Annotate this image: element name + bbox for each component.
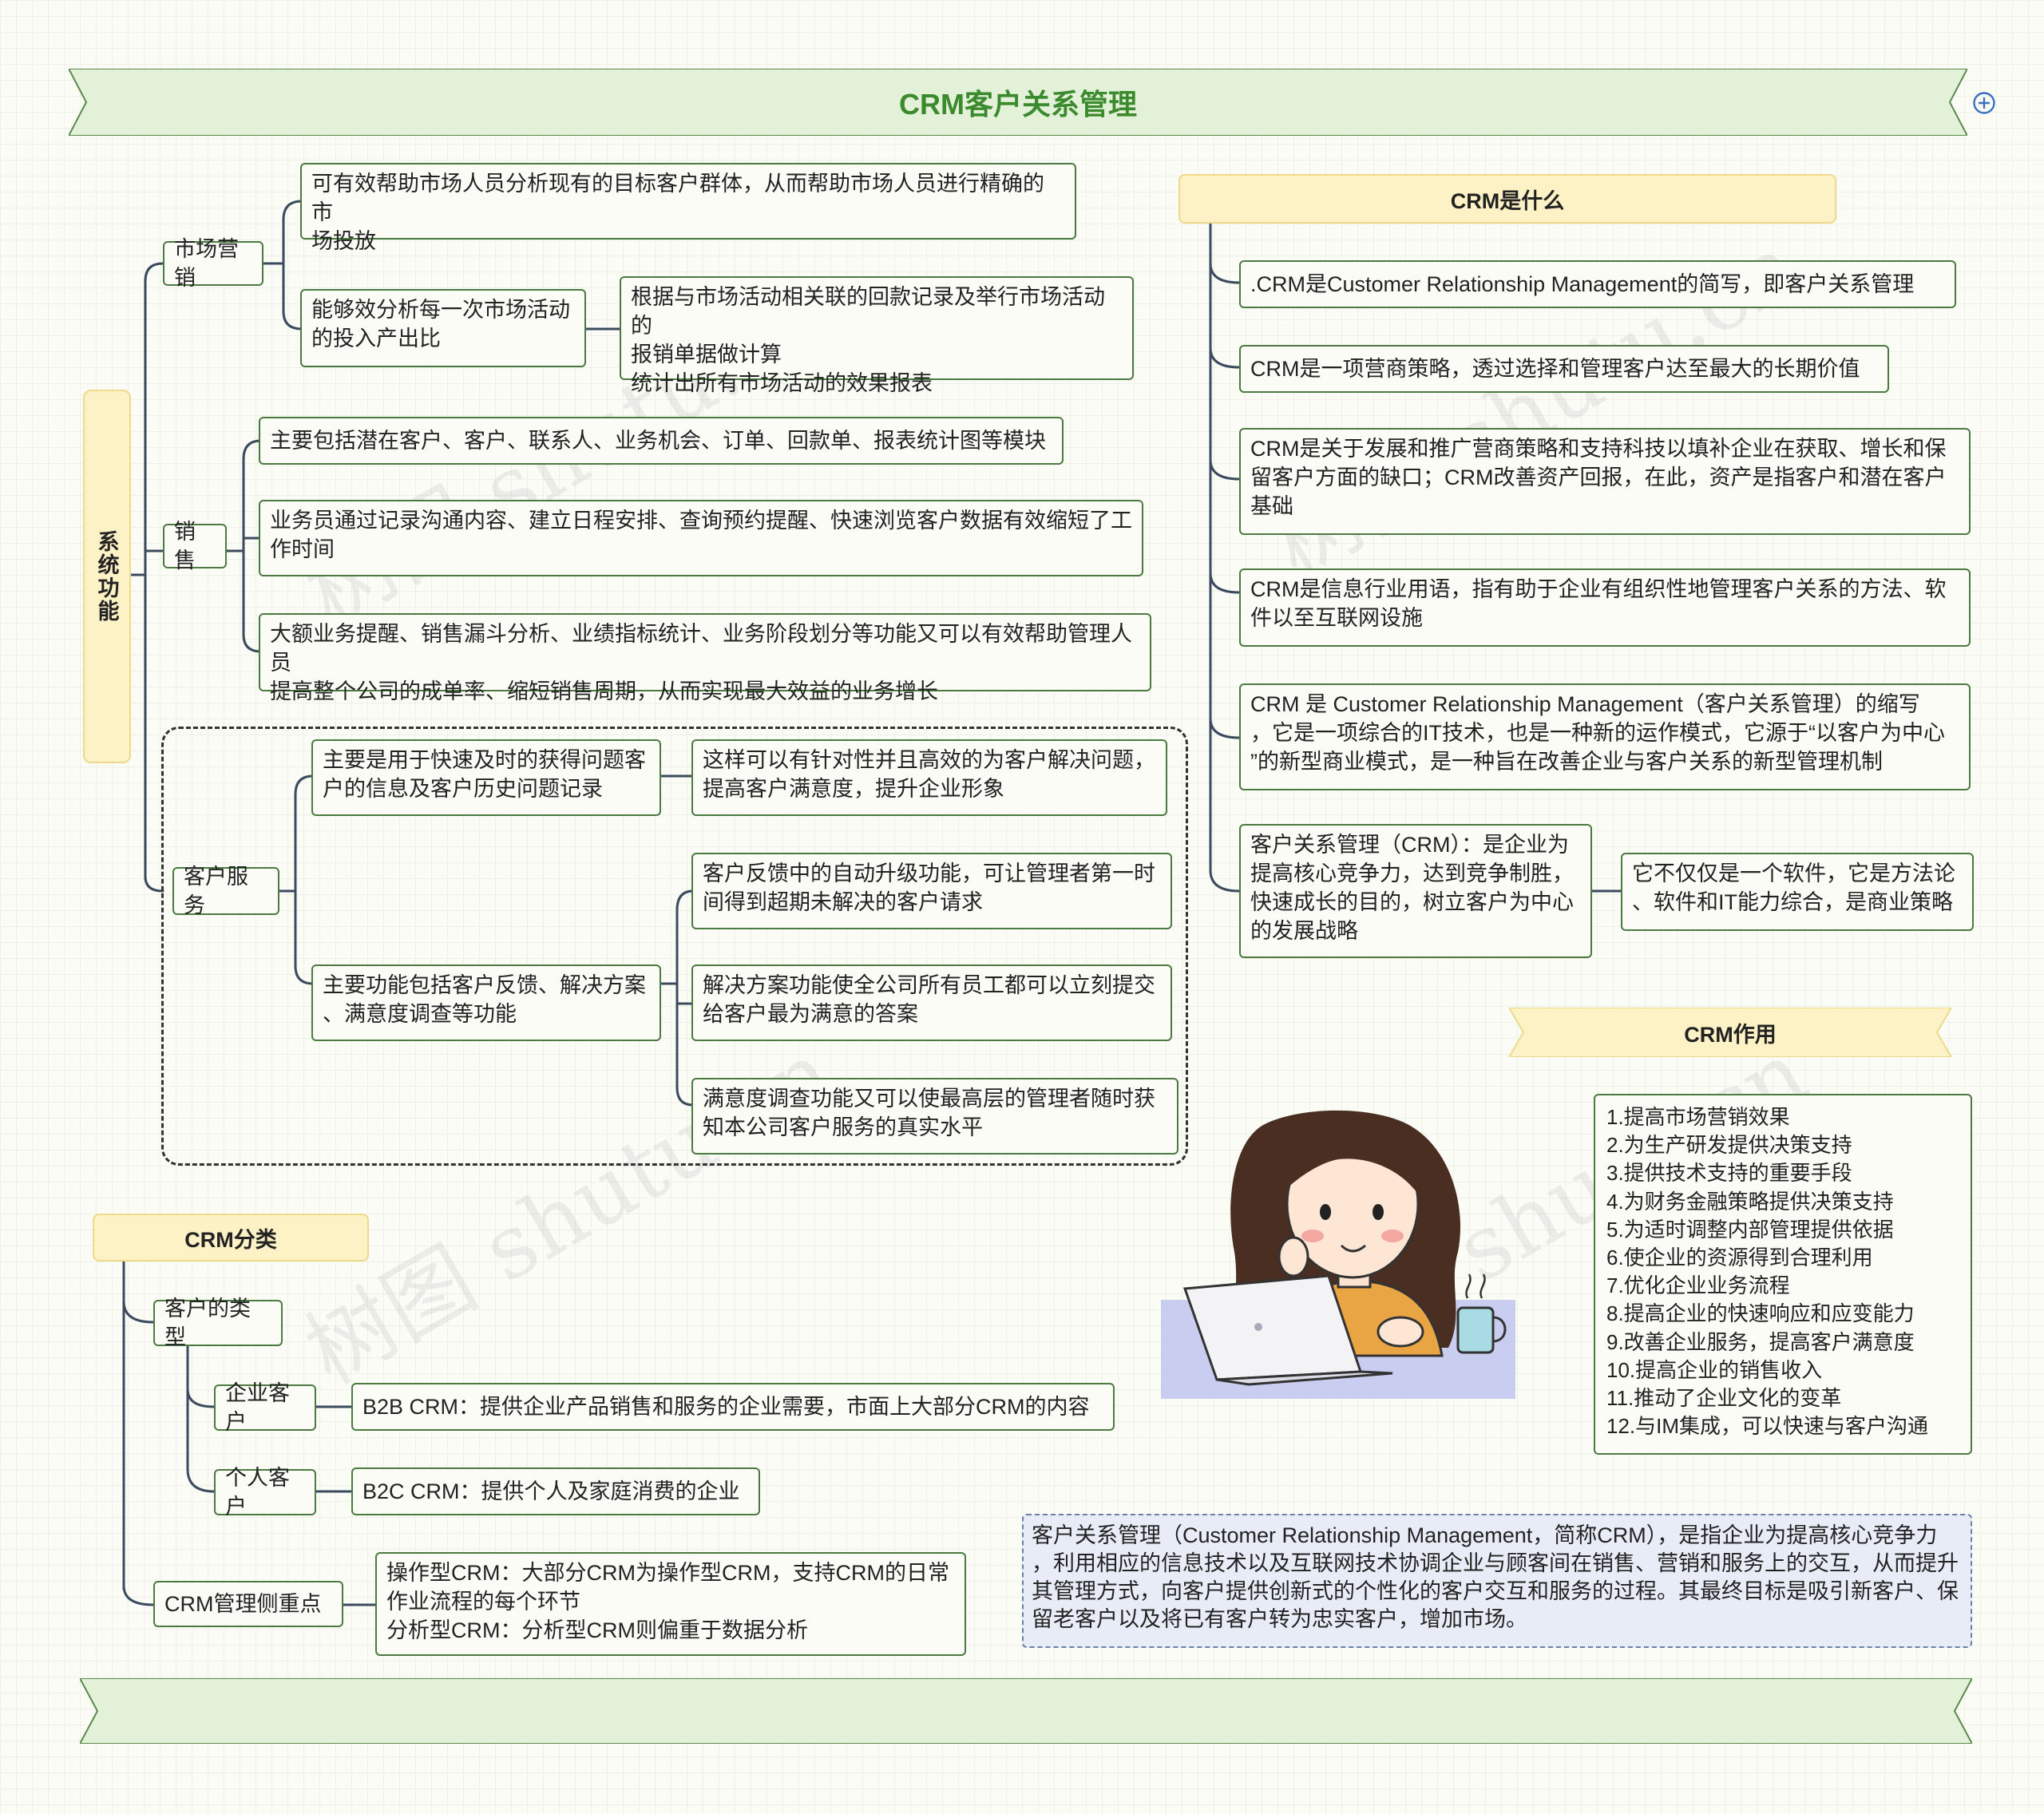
customer-type-node[interactable]: 客户的类型 xyxy=(153,1300,283,1346)
personal-customer-desc[interactable]: B2C CRM：提供个人及家庭消费的企业 xyxy=(351,1467,760,1515)
expand-button[interactable] xyxy=(1972,91,1996,115)
marketing-node[interactable]: 市场营销 xyxy=(163,241,263,286)
what-item-3[interactable]: CRM是关于发展和推广营商策略和支持科技以填补企业在获取、增长和保 留客户方面的… xyxy=(1239,428,1971,535)
crm-focus-desc[interactable]: 操作型CRM：大部分CRM为操作型CRM，支持CRM的日常 作业流程的每个环节 … xyxy=(375,1552,966,1656)
system-functions-node[interactable]: 系统功能 xyxy=(83,390,131,763)
crm-classification-node[interactable]: CRM分类 xyxy=(93,1214,369,1261)
what-item-5[interactable]: CRM 是 Customer Relationship Management（客… xyxy=(1239,683,1971,790)
sales-item-1[interactable]: 主要包括潜在客户、客户、联系人、业务机会、订单、回款单、报表统计图等模块 xyxy=(259,417,1064,465)
customer-service-node[interactable]: 客户服务 xyxy=(172,867,279,915)
footer-banner xyxy=(80,1678,1972,1744)
crm-role-list[interactable]: 1.提高市场营销效果 2.为生产研发提供决策支持 3.提供技术支持的重要手段 4… xyxy=(1594,1094,1972,1455)
plus-circle-icon xyxy=(1972,91,1996,115)
marketing-item-2-detail[interactable]: 根据与市场活动相关联的回款记录及举行市场活动的 报销单据做计算 统计出所有市场活… xyxy=(620,276,1134,380)
what-item-4[interactable]: CRM是信息行业用语，指有助于企业有组织性地管理客户关系的方法、软 件以至互联网… xyxy=(1239,568,1971,647)
sales-item-3[interactable]: 大额业务提醒、销售漏斗分析、业绩指标统计、业务阶段划分等功能又可以有效帮助管理人… xyxy=(259,613,1151,691)
what-item-2[interactable]: CRM是一项营商策略，透过选择和管理客户达至最大的长期价值 xyxy=(1239,345,1889,393)
what-item-6[interactable]: 客户关系管理（CRM）：是企业为 提高核心竞争力，达到竞争制胜， 快速成长的目的… xyxy=(1239,824,1592,958)
enterprise-customer-node[interactable]: 企业客户 xyxy=(214,1384,316,1431)
what-item-1[interactable]: .CRM是Customer Relationship Management的简写… xyxy=(1239,260,1956,308)
service-item-2[interactable]: 主要功能包括客户反馈、解决方案 、满意度调查等功能 xyxy=(311,964,661,1041)
service-item-2-detail-2[interactable]: 解决方案功能使全公司所有员工都可以立刻提交 给客户最为满意的答案 xyxy=(691,964,1172,1041)
watermark: 树图 shutu.cn xyxy=(1245,197,1817,601)
personal-customer-node[interactable]: 个人客户 xyxy=(214,1469,316,1515)
what-is-crm-node[interactable]: CRM是什么 xyxy=(1178,174,1836,224)
crm-role-node[interactable]: CRM作用 xyxy=(1509,1008,1951,1057)
crm-focus-node[interactable]: CRM管理侧重点 xyxy=(153,1581,343,1627)
what-item-6-detail[interactable]: 它不仅仅是一个软件，它是方法论 、软件和IT能力综合，是商业策略 xyxy=(1621,853,1974,931)
service-item-2-detail-3[interactable]: 满意度调查功能又可以使最高层的管理者随时获 知本公司客户服务的真实水平 xyxy=(691,1078,1178,1155)
service-item-1-detail[interactable]: 这样可以有针对性并且高效的为客户解决问题， 提高客户满意度，提升企业形象 xyxy=(691,739,1167,816)
crm-role-label: CRM作用 xyxy=(1509,1008,1951,1057)
crm-definition-note[interactable]: 客户关系管理（Customer Relationship Management，… xyxy=(1022,1514,1972,1648)
marketing-item-2[interactable]: 能够效分析每一次市场活动 的投入产出比 xyxy=(300,289,586,367)
service-item-1[interactable]: 主要是用于快速及时的获得问题客 户的信息及客户历史问题记录 xyxy=(311,739,661,816)
service-item-2-detail-1[interactable]: 客户反馈中的自动升级功能，可让管理者第一时 间得到超期未解决的客户请求 xyxy=(691,853,1172,929)
enterprise-customer-desc[interactable]: B2B CRM：提供企业产品销售和服务的企业需要，市面上大部分CRM的内容 xyxy=(351,1383,1115,1431)
girl-with-laptop-illustration xyxy=(1161,1092,1515,1399)
sales-node[interactable]: 销售 xyxy=(163,524,227,568)
sales-item-2[interactable]: 业务员通过记录沟通内容、建立日程安排、查询预约提醒、快速浏览客户数据有效缩短了工… xyxy=(259,500,1143,576)
title-banner: CRM客户关系管理 xyxy=(69,69,1967,136)
marketing-item-1[interactable]: 可有效帮助市场人员分析现有的目标客户群体，从而帮助市场人员进行精确的市 场投放 xyxy=(300,163,1076,240)
page-title: CRM客户关系管理 xyxy=(69,69,1967,136)
